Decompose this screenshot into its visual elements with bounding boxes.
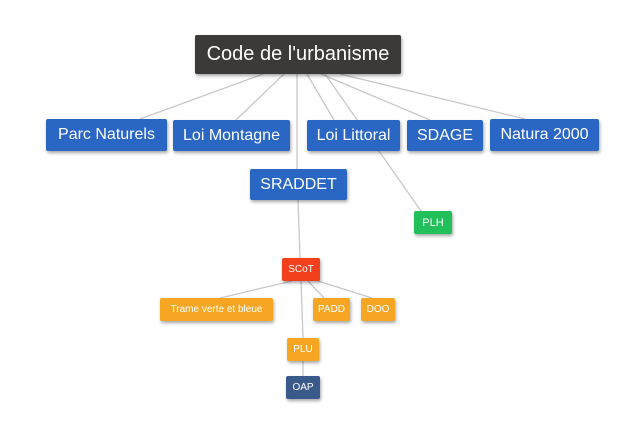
node-parc-naturels[interactable]: Parc Naturels [46, 119, 167, 151]
node-natura-2000[interactable]: Natura 2000 [490, 119, 599, 151]
node-sraddet[interactable]: SRADDET [250, 169, 347, 200]
node-sdage[interactable]: SDAGE [407, 120, 483, 151]
node-plh[interactable]: PLH [414, 211, 452, 234]
edge-root-sdage [320, 73, 431, 121]
node-loi-littoral[interactable]: Loi Littoral [307, 120, 400, 151]
node-doo[interactable]: DOO [361, 298, 395, 321]
node-oap[interactable]: OAP [286, 376, 320, 399]
node-plu[interactable]: PLU [287, 338, 319, 361]
edge-scot-trame [219, 280, 293, 299]
edge-scot-doo [317, 280, 373, 299]
edge-scot-padd [307, 280, 325, 299]
edge-root-natura [339, 73, 526, 120]
edge-root-parc [139, 73, 264, 120]
node-code-de-l-urbanisme[interactable]: Code de l'urbanisme [195, 35, 401, 74]
node-trame-verte-et-bleue[interactable]: Trame verte et bleue [160, 298, 273, 321]
node-padd[interactable]: PADD [313, 298, 350, 321]
edge-root-montagne [235, 73, 285, 121]
edge-sraddet-scot [297, 199, 301, 259]
node-scot[interactable]: SCoT [282, 258, 320, 281]
edge-scot-plu [300, 280, 304, 339]
edge-root-littoral [306, 73, 335, 121]
node-loi-montagne[interactable]: Loi Montagne [173, 120, 290, 151]
